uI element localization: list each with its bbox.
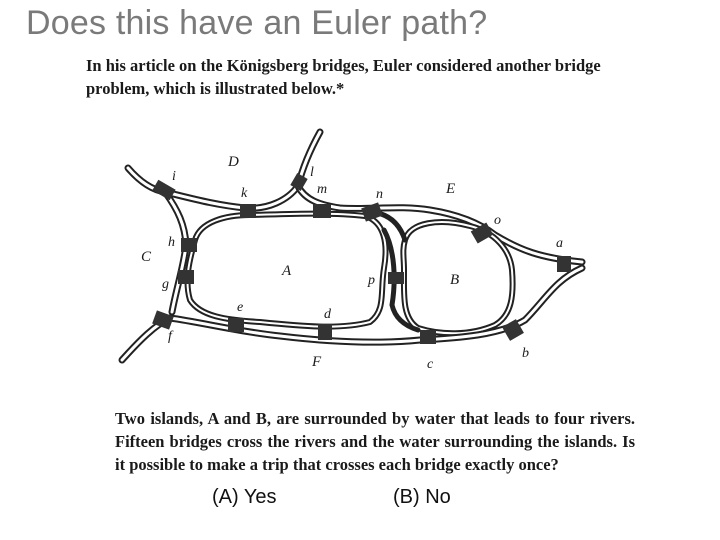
region-label-b: B [450,272,459,288]
bridge-label-d: d [324,307,332,322]
river-upper-left [128,132,320,208]
bridge-label-m: m [317,182,327,197]
bridge-label-g: g [162,277,169,292]
bridge-label-b: b [522,346,529,361]
bridge-c [420,330,436,344]
question-paragraph: Two islands, A and B, are surrounded by … [115,407,635,476]
bridge-e [228,318,244,332]
region-label-d: D [227,154,239,170]
answer-option-yes[interactable]: (A) Yes [212,486,276,509]
bridge-h [181,238,197,252]
bridge-label-o: o [494,213,501,228]
bridge-label-p: p [367,273,375,288]
bridge-label-k: k [241,186,248,201]
bridge-k [240,204,256,218]
region-label-e: E [445,181,455,197]
region-label-f: F [311,354,322,370]
region-label-a: A [281,263,292,279]
bridge-label-h: h [168,235,175,250]
bridge-a [557,256,571,272]
bridge-label-c: c [427,357,434,372]
bridge-label-l: l [310,165,314,180]
bridge-label-n: n [376,187,383,202]
bridge-p [388,272,404,284]
bridge-g [178,270,194,284]
bridge-d [318,324,332,340]
bridge-label-f: f [168,329,174,344]
bridge-label-e: e [237,300,243,315]
bridge-label-i: i [172,169,176,184]
bridge-m [313,204,331,218]
bridge-label-a: a [556,236,563,251]
answer-option-no[interactable]: (B) No [393,486,451,509]
region-label-c: C [141,249,152,265]
